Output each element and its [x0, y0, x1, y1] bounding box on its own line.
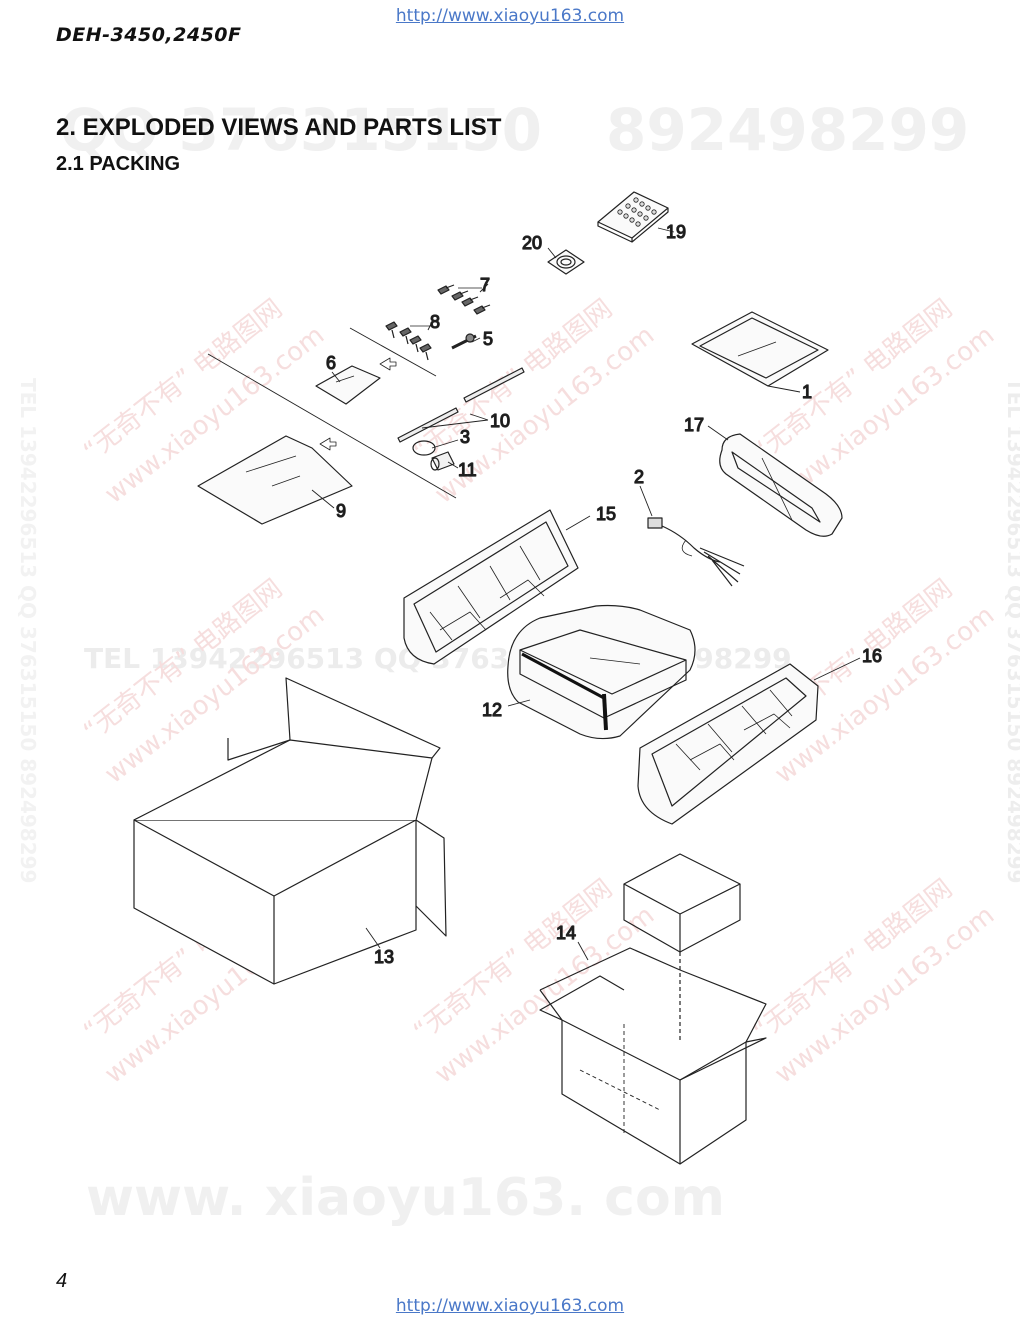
leader-lines [311, 227, 861, 961]
watermark-number-top: 892498299 [606, 96, 970, 164]
cylinder-11-drawing [430, 451, 455, 471]
callout-7: 7 [480, 275, 490, 295]
callout-19: 19 [666, 222, 686, 242]
watermark-side-vertical: TEL 13942296513 QQ 376315150 892498299 [1003, 378, 1020, 884]
cable-2-drawing [647, 517, 745, 587]
callout-6: 6 [326, 353, 336, 373]
foam-cushion-16-drawing [637, 663, 819, 825]
watermark-side-vertical-left: TEL 13942296513 QQ 376315150 892498299 [16, 378, 40, 884]
callout-16: 16 [862, 646, 882, 666]
escutcheon-17-drawing [719, 433, 843, 537]
screws-7-drawing [437, 284, 491, 315]
callout-5: 5 [483, 329, 493, 349]
model-number: DEH-3450,2450F [56, 24, 242, 46]
remote-control-drawing [597, 191, 669, 243]
large-bag-9-drawing [197, 435, 353, 525]
callout-17: 17 [684, 415, 704, 435]
inner-carton-14-drawing [539, 853, 767, 1165]
callout-1: 1 [802, 382, 812, 402]
callout-15: 15 [596, 504, 616, 524]
callout-9: 9 [336, 501, 346, 521]
outer-carton-13-drawing [133, 677, 447, 985]
battery-pad-drawing [547, 249, 585, 275]
callout-20: 20 [522, 233, 542, 253]
watermark-site-big: www. xiaoyu163. com [86, 1168, 725, 1228]
top-url-link[interactable]: http://www.xiaoyu163.com [395, 6, 625, 26]
screws-8-drawing [385, 321, 432, 361]
callout-2: 2 [634, 467, 644, 487]
small-bag-6-drawing [315, 365, 381, 405]
bolt-5-drawing [451, 333, 477, 350]
rods-10-drawing [397, 367, 525, 443]
page-number: 4 [56, 1270, 68, 1292]
callout-14: 14 [556, 923, 576, 943]
subsection-title: 2.1 PACKING [56, 153, 181, 175]
callout-3: 3 [460, 427, 470, 447]
callout-10: 10 [490, 411, 510, 431]
callout-12: 12 [482, 700, 502, 720]
bottom-url-link[interactable]: http://www.xiaoyu163.com [395, 1296, 625, 1316]
watermark-number-top-left: QQ 376315150 [60, 96, 543, 164]
bag-1-drawing [691, 311, 829, 387]
head-unit-12-drawing [507, 604, 696, 740]
callout-11: 11 [458, 460, 477, 480]
ring-3-drawing [412, 440, 436, 456]
callout-13: 13 [374, 947, 394, 967]
callout-8: 8 [430, 312, 440, 332]
foam-cushion-15-drawing [403, 509, 579, 665]
section-title: 2. EXPLODED VIEWS AND PARTS LIST [56, 114, 502, 141]
